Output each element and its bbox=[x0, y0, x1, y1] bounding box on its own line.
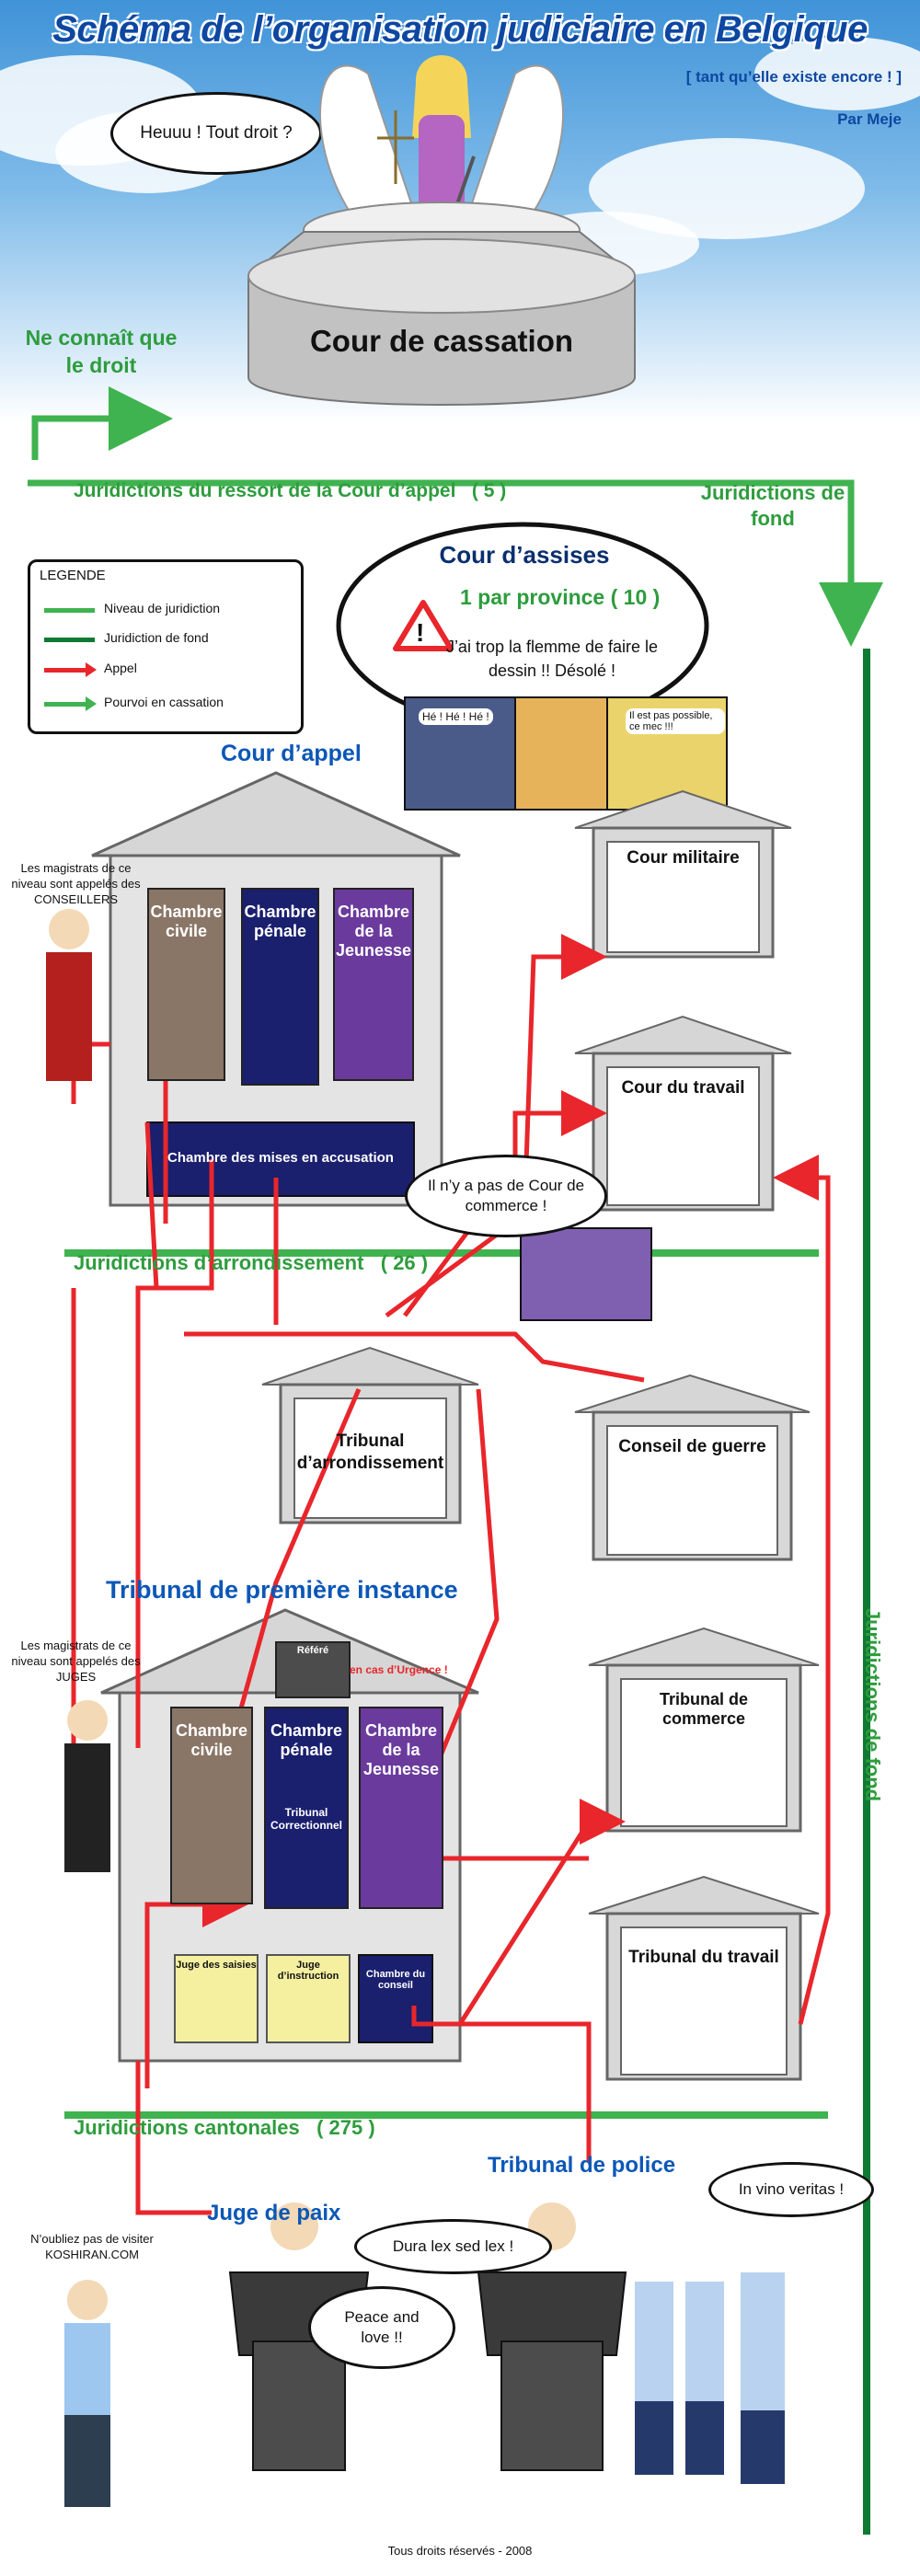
chambre-penale-appel: Chambre pénale bbox=[241, 888, 319, 1086]
cour-militaire-label: Cour militaire bbox=[627, 848, 740, 868]
fond-label-top: Juridictions de fond bbox=[700, 481, 845, 530]
conseiller-figure bbox=[46, 909, 92, 1081]
angel-figure bbox=[319, 55, 564, 277]
conseillers-note: Les magistrats de ce niveau sont appelés… bbox=[11, 861, 141, 906]
conseil-guerre-label: Conseil de guerre bbox=[618, 1437, 766, 1456]
vino-bubble: In vino veritas ! bbox=[708, 2162, 874, 2217]
tribunal-police-label: Tribunal de police bbox=[488, 2153, 676, 2178]
fond-vertical-label: Juridictions de fond bbox=[861, 1607, 884, 1802]
juge-instruction-label: Juge d’instruction bbox=[277, 1960, 339, 1982]
juges-note: Les magistrats de ce niveau sont appelés… bbox=[11, 1639, 141, 1684]
legend-item-pourvoi: Pourvoi en cassation bbox=[104, 695, 224, 709]
chambre-penale-premiere: Chambre pénale Tribunal Correctionnel bbox=[264, 1707, 349, 1909]
cour-appel-title: Cour d’appel bbox=[221, 741, 362, 766]
legend-item-fond: Juridiction de fond bbox=[104, 630, 209, 645]
legend-item-appel: Appel bbox=[104, 661, 137, 675]
no-cour-commerce-bubble: Il n’y a pas de Cour de commerce ! bbox=[405, 1155, 607, 1237]
warning-icon: ! bbox=[416, 618, 425, 647]
dura-lex-bubble: Dura lex sed lex ! bbox=[354, 2219, 552, 2274]
cour-travail-label: Cour du travail bbox=[621, 1078, 745, 1098]
no-cour-commerce-text: Il n’y a pas de Cour de commerce ! bbox=[427, 1177, 585, 1214]
chambre-conseil-label: Chambre du conseil bbox=[365, 1969, 426, 1991]
assises-title: Cour d’assises bbox=[439, 541, 610, 569]
cour-militaire-house bbox=[574, 789, 792, 959]
peace-text: Peace and love !! bbox=[344, 2308, 420, 2346]
assises-count: 1 par province ( 10 ) bbox=[460, 585, 661, 609]
cantonales-label-text: Juridictions cantonales bbox=[74, 2116, 300, 2139]
cour-travail-house bbox=[574, 1015, 792, 1212]
angel-speech-text: Heuuu ! Tout droit ? bbox=[140, 123, 293, 143]
comic-text-2: Il est pas possible, ce mec !!! bbox=[626, 708, 725, 734]
chambre-jeunesse-label: Chambre de la Jeunesse bbox=[335, 903, 412, 960]
tribunal-travail-label: Tribunal du travail bbox=[628, 1948, 779, 1967]
author-credit: Par Meje bbox=[837, 110, 902, 128]
juge-saisies-label: Juge des saisies bbox=[176, 1960, 257, 1971]
page-subtitle: [ tant qu’elle existe encore ! ] bbox=[685, 68, 902, 86]
chambre-jeunesse-premiere: Chambre de la Jeunesse bbox=[359, 1707, 443, 1909]
ressort-label-text: Juridictions du ressort de la Cour d’app… bbox=[74, 480, 456, 501]
chambre-penale-premiere-label: Chambre pénale bbox=[270, 1721, 343, 1759]
vino-text: In vino veritas ! bbox=[738, 2180, 845, 2198]
legend-item-niveau: Niveau de juridiction bbox=[104, 601, 221, 615]
chambre-civile-premiere: Chambre civile bbox=[170, 1707, 253, 1904]
assises-note: J’ai trop la flemme de faire le dessin !… bbox=[445, 638, 659, 680]
chambre-civile-premiere-label: Chambre civile bbox=[175, 1721, 248, 1759]
juge-paix-label: Juge de paix bbox=[207, 2201, 341, 2225]
page-title: Schéma de l’organisation judiciaire en B… bbox=[52, 9, 868, 50]
arrondissement-label-text: Juridictions d’arrondissement bbox=[74, 1251, 364, 1274]
chambre-jeunesse-premiere-label: Chambre de la Jeunesse bbox=[362, 1721, 440, 1778]
cantonales-label: Juridictions cantonales ( 275 ) bbox=[74, 2116, 375, 2140]
tribunal-arrondissement-label: Tribunal d’arrondissement bbox=[296, 1432, 444, 1473]
chambre-accusation: Chambre des mises en accusation bbox=[167, 1150, 394, 1166]
tribunal-police-bench bbox=[477, 2202, 627, 2471]
comic-text-1: Hé ! Hé ! Hé ! bbox=[419, 708, 493, 725]
chambre-civile-label: Chambre civile bbox=[150, 903, 223, 940]
tribunal-commerce-house bbox=[588, 1627, 820, 1833]
legend: LEGENDE Niveau de juridiction Juridictio… bbox=[28, 559, 304, 734]
visitor-figure bbox=[64, 2280, 110, 2507]
arrondissement-count: ( 26 ) bbox=[380, 1251, 429, 1274]
tribunal-commerce-label: Tribunal de commerce bbox=[659, 1690, 748, 1728]
peace-bubble: Peace and love !! bbox=[308, 2286, 455, 2369]
tribunal-arrondissement-house bbox=[261, 1346, 479, 1524]
cassation-label: Cour de cassation bbox=[309, 324, 574, 358]
premiere-instance-title: Tribunal de première instance bbox=[106, 1576, 458, 1604]
conseil-guerre-house bbox=[574, 1374, 811, 1561]
urgence-label: en cas d’Urgence ! bbox=[350, 1663, 448, 1676]
ressort-label: Juridictions du ressort de la Cour d’app… bbox=[74, 480, 506, 502]
juge-paix-bench bbox=[228, 2202, 370, 2471]
visit-note: N’oubliez pas de visiter KOSHIRAN.COM bbox=[30, 2232, 154, 2261]
cassation-dome bbox=[247, 201, 636, 406]
cantonales-count: ( 275 ) bbox=[316, 2116, 375, 2139]
legend-title: LEGENDE bbox=[40, 568, 106, 583]
arrondissement-label: Juridictions d’arrondissement ( 26 ) bbox=[74, 1251, 428, 1275]
tribunal-correctionnel-label: Tribunal Correctionnel bbox=[270, 1806, 342, 1832]
juge-figure bbox=[64, 1700, 110, 1872]
dura-lex-text: Dura lex sed lex ! bbox=[392, 2237, 514, 2255]
chambre-jeunesse-appel: Chambre de la Jeunesse bbox=[333, 888, 414, 1081]
chambre-penale-label: Chambre pénale bbox=[244, 903, 316, 940]
ressort-count: ( 5 ) bbox=[471, 480, 507, 501]
chambre-civile-appel: Chambre civile bbox=[147, 888, 225, 1081]
tribunal-travail-house bbox=[588, 1875, 820, 2081]
police-officers bbox=[635, 2272, 785, 2484]
copyright: Tous droits réservés - 2008 bbox=[387, 2544, 533, 2558]
angel-speech-bubble: Heuuu ! Tout droit ? bbox=[110, 92, 322, 175]
refere-label: Référé bbox=[296, 1645, 329, 1656]
ne-connait-label: Ne connaît que le droit bbox=[25, 326, 178, 377]
